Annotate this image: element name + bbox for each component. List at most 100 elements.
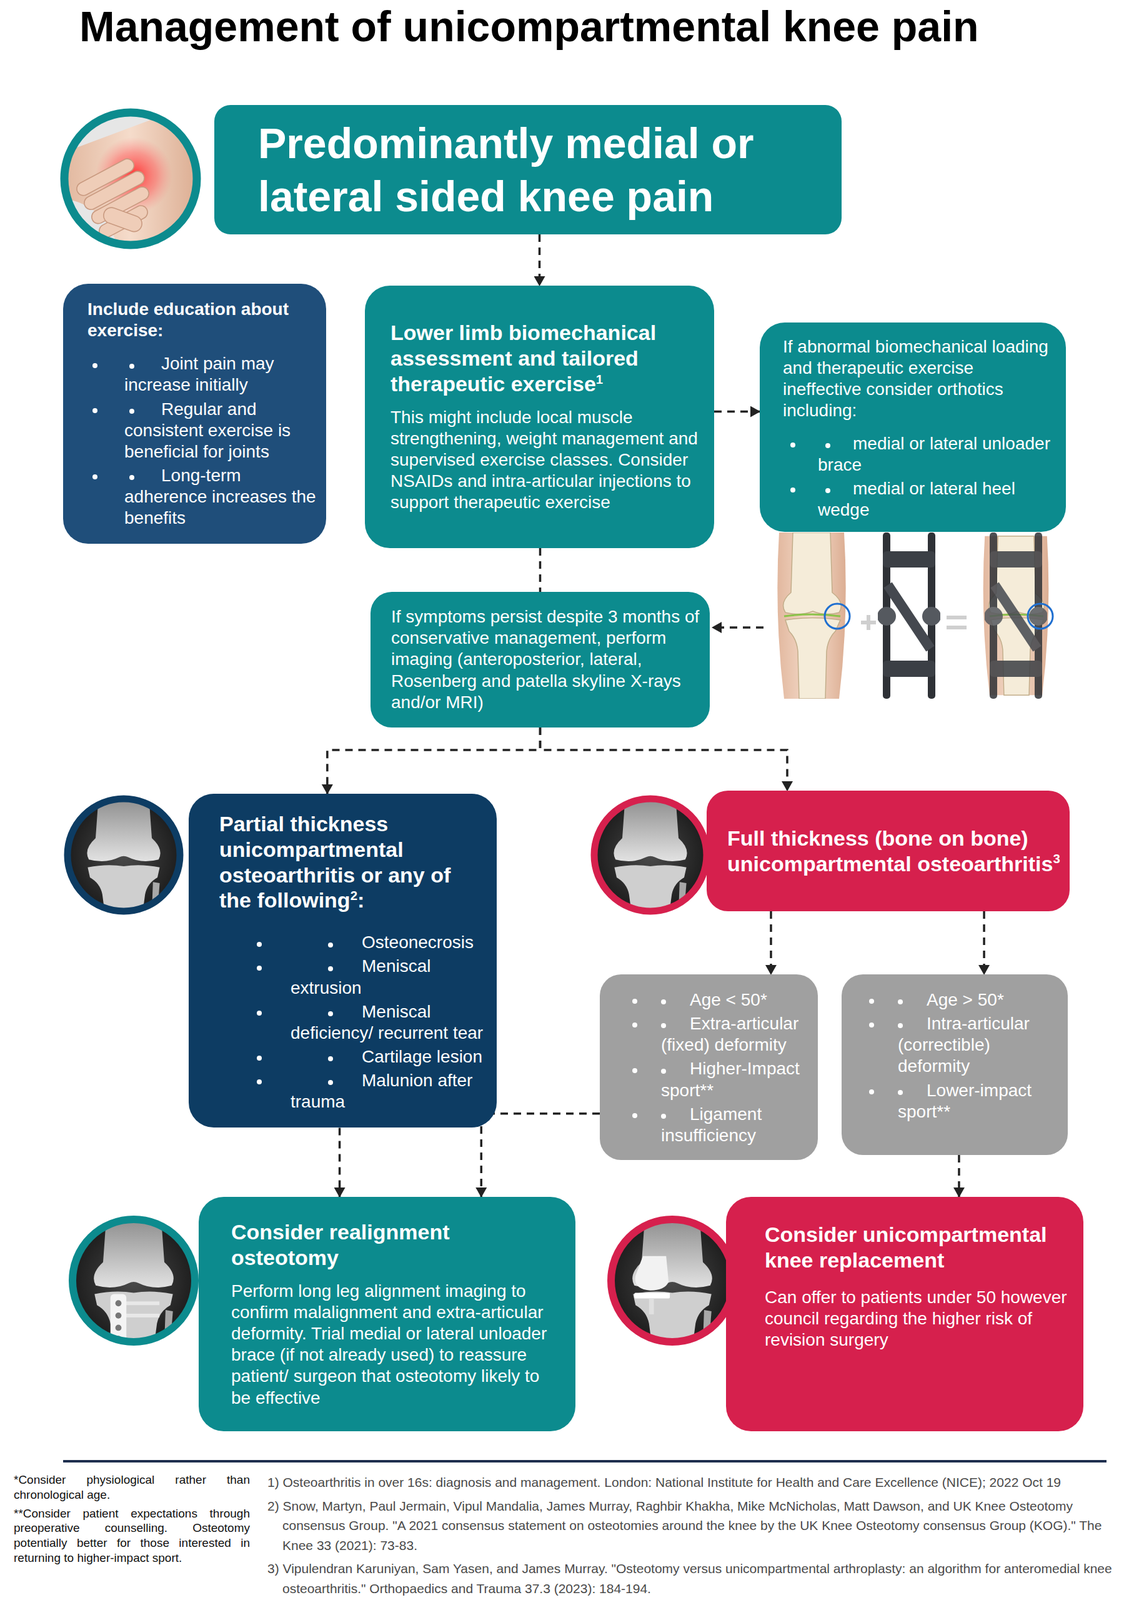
connector-arrow <box>714 410 760 413</box>
footnote: **Consider patient expectations through … <box>13 1505 250 1566</box>
bullet-text: medial or lateral unloader brace <box>817 433 1051 475</box>
bullet-item: medial or lateral unloader brace <box>782 432 1056 476</box>
connector-arrow <box>538 234 542 286</box>
pain-icon <box>64 112 197 245</box>
bullet-item: Cartilage lesion <box>219 1045 485 1068</box>
bullet-text: Osteonecrosis <box>290 932 474 952</box>
text-block: Partial thickness unicompartmental osteo… <box>219 810 485 913</box>
box-text: If abnormal biomechanical loading and th… <box>782 336 1049 420</box>
box-heading: Partial thickness unicompartmental osteo… <box>219 811 451 912</box>
process-box: Lower limb biomechanical assessment and … <box>364 285 715 548</box>
xray-icon <box>594 798 707 911</box>
bullet-item: Meniscal deficiency/ recurrent tear <box>219 1000 485 1044</box>
bullet-item: Osteonecrosis <box>219 931 485 953</box>
bullet-text: Age < 50* <box>661 989 768 1010</box>
box-heading: Predominantly medial or lateral sided kn… <box>258 119 755 220</box>
bullet-item: Regular and consistent exercise is benef… <box>87 398 317 463</box>
bullet-item: Meniscal extrusion <box>219 955 485 998</box>
text-block: If abnormal biomechanical loading and th… <box>782 336 1056 422</box>
bullet-item: Age > 50* <box>869 989 1062 1011</box>
connector-arrow <box>338 1127 342 1197</box>
footer-rule <box>63 1459 1107 1463</box>
text-block: Perform long leg alignment imaging to co… <box>231 1280 557 1409</box>
box-heading: Include education about exercise: <box>87 299 289 340</box>
action-box: Consider realignment osteotomyPerform lo… <box>198 1196 576 1431</box>
reference: 1) Osteoarthritis in over 16s: diagnosis… <box>267 1472 1113 1493</box>
footnote-column: *Consider physiological rather than chro… <box>13 1472 250 1569</box>
replacement-icon <box>611 1218 734 1342</box>
pain-icon <box>64 112 197 245</box>
bullet-text: Malunion after trauma <box>290 1070 473 1111</box>
bullet-item: Joint pain may increase initially <box>87 353 317 396</box>
bullet-item: Intra-articular (correctible) deformity <box>869 1012 1062 1077</box>
text-block: Predominantly medial or lateral sided kn… <box>258 116 823 224</box>
bullet-text: medial or lateral heel wedge <box>817 478 1016 520</box>
bullet-item: Lower-impact sport** <box>869 1079 1062 1123</box>
xray-icon <box>594 798 707 911</box>
brace-illustration <box>984 532 1048 699</box>
box-text: This might include local muscle strength… <box>390 407 698 513</box>
box-heading: Lower limb biomechanical assessment and … <box>390 320 657 396</box>
bullet-text: Age > 50* <box>897 989 1005 1010</box>
box-text: Can offer to patients under 50 however c… <box>764 1287 1068 1349</box>
brace-illustration <box>777 532 846 699</box>
process-box: If abnormal biomechanical loading and th… <box>759 322 1066 532</box>
title: Management of unicompartmental knee pain <box>79 4 980 48</box>
osteotomy-icon <box>72 1218 195 1342</box>
connector-arrow <box>957 1154 961 1197</box>
box-heading: : <box>357 887 365 912</box>
bullet-text: Meniscal deficiency/ recurrent tear <box>290 1001 483 1043</box>
bullet-text: Regular and consistent exercise is benef… <box>124 399 291 462</box>
replacement-icon <box>611 1218 734 1342</box>
footnote: *Consider physiological rather than chro… <box>13 1472 250 1502</box>
bullet-text: Joint pain may increase initially <box>124 353 275 395</box>
brace-illustration <box>824 603 850 629</box>
bullet-text: Ligament insufficiency <box>661 1104 762 1145</box>
brace-illustration <box>1027 603 1053 629</box>
bullet-item: Ligament insufficiency <box>632 1103 812 1146</box>
text-block: Consider unicompartmental knee replaceme… <box>764 1221 1071 1273</box>
bullet-text: Long-term adherence increases the benefi… <box>124 465 317 528</box>
box-text: If symptoms persist despite 3 months of … <box>391 606 700 712</box>
footnote-ref: 1 <box>596 372 603 387</box>
outcome-box: Partial thickness unicompartmental osteo… <box>188 793 497 1128</box>
bullet-text: Lower-impact sport** <box>897 1080 1032 1121</box>
connector-arrow <box>769 910 773 975</box>
pain-icon <box>64 112 197 245</box>
bullet-item: Higher-Impact sport** <box>632 1057 812 1101</box>
connector-arrow <box>327 727 541 794</box>
replacement-icon <box>634 1255 670 1314</box>
xray-icon <box>67 798 180 911</box>
brace-illustration <box>877 532 941 699</box>
reference: 2) Snow, Martyn, Paul Jermain, Vipul Man… <box>267 1495 1113 1556</box>
start-box: Predominantly medial or lateral sided kn… <box>214 104 842 235</box>
bullet-text: Meniscal extrusion <box>290 955 431 997</box>
connector-arrow <box>982 910 986 975</box>
bullet-text: Intra-articular (correctible) deformity <box>897 1013 1030 1076</box>
text-block: Can offer to patients under 50 however c… <box>764 1286 1071 1351</box>
connector-arrow <box>540 727 788 791</box>
bullet-item: Long-term adherence increases the benefi… <box>87 464 317 529</box>
footnote-ref: 2 <box>350 888 358 903</box>
action-box: Consider unicompartmental knee replaceme… <box>726 1196 1084 1431</box>
bullet-text: Higher-Impact sport** <box>661 1058 800 1100</box>
xray-icon <box>67 798 180 911</box>
reference-column: 1) Osteoarthritis in over 16s: diagnosis… <box>267 1472 1113 1600</box>
text-block: This might include local muscle strength… <box>390 406 702 514</box>
bullet-item: Malunion after trauma <box>219 1069 485 1113</box>
text-block: Consider realignment osteotomy <box>231 1218 557 1271</box>
info-box: Include education about exercise: Joint p… <box>63 283 327 544</box>
reference: 3) Vipulendran Karuniyan, Sam Yasen, and… <box>267 1558 1113 1598</box>
osteotomy-icon <box>72 1218 195 1349</box>
text-block: Include education about exercise: <box>87 298 317 341</box>
criteria-box: Age > 50* Intra-articular (correctible) d… <box>841 974 1068 1155</box>
bullet-text: Cartilage lesion <box>290 1046 483 1066</box>
box-heading: Consider realignment osteotomy <box>231 1219 450 1269</box>
text-block: Lower limb biomechanical assessment and … <box>390 319 702 397</box>
outcome-box: Full thickness (bone on bone) unicompart… <box>706 790 1070 911</box>
bullet-item: Age < 50* <box>632 989 812 1011</box>
criteria-box: Age < 50*Extra-articular (fixed) deformi… <box>599 974 818 1160</box>
box-text: Perform long leg alignment imaging to co… <box>231 1280 547 1408</box>
bullet-item: medial or lateral heel wedge <box>782 477 1056 521</box>
